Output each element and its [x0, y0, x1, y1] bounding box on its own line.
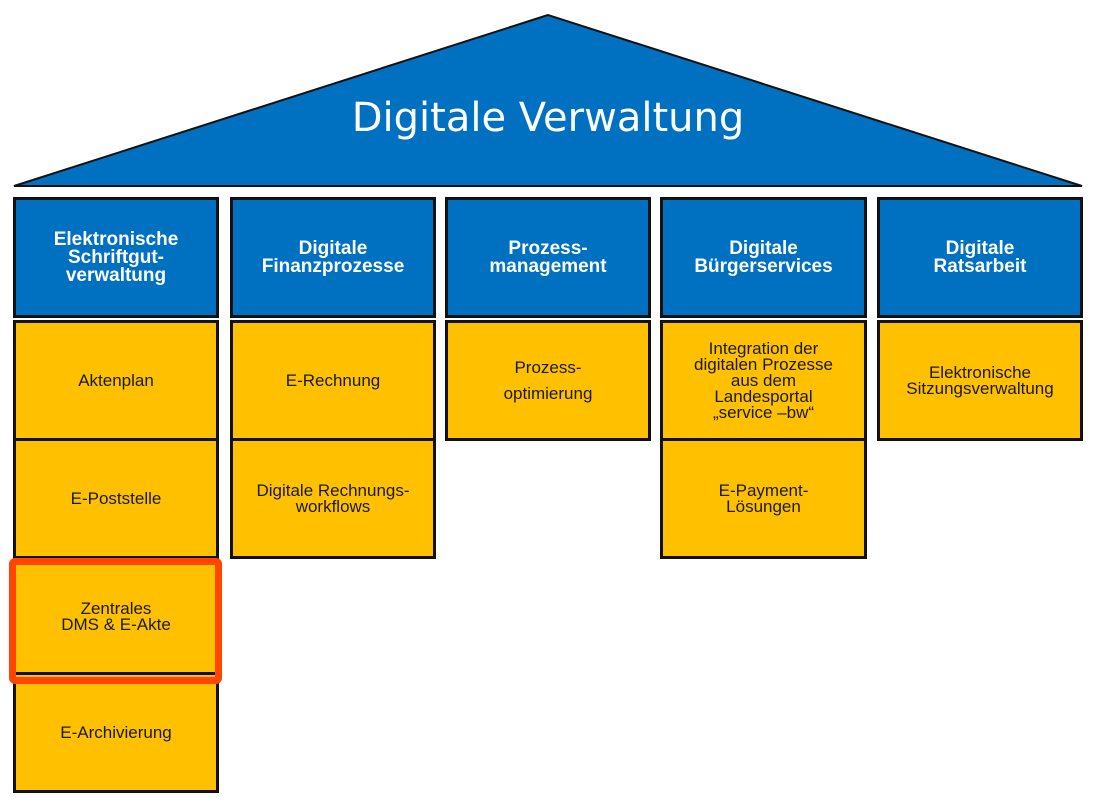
item-sitzungsverwaltung: Elektronische Sitzungsverwaltung: [877, 320, 1083, 441]
roof-shape: [13, 13, 1083, 187]
item-zentrales-dms: Zentrales DMS & E-Akte: [13, 556, 219, 677]
item-e-poststelle: E-Poststelle: [13, 438, 219, 559]
item-e-archivierung: E-Archivierung: [13, 672, 219, 793]
item-rechnungsworkflows: Digitale Rechnungs- workflows: [230, 438, 436, 559]
diagram-title: Digitale Verwaltung: [351, 95, 745, 141]
item-e-rechnung: E-Rechnung: [230, 320, 436, 441]
pillar-header-prozessmanagement: Prozess- management: [445, 197, 651, 318]
pillar-header-schriftgut: Elektronische Schriftgut- verwaltung: [13, 197, 219, 318]
item-prozessoptimierung: Prozess- optimierung: [445, 320, 651, 441]
pillar-header-ratsarbeit: Digitale Ratsarbeit: [877, 197, 1083, 318]
pillar-header-finanzprozesse: Digitale Finanzprozesse: [230, 197, 436, 318]
item-integration-landesportal: Integration der digitalen Prozesse aus d…: [660, 320, 867, 441]
item-e-payment: E-Payment- Lösungen: [660, 438, 867, 559]
item-aktenplan: Aktenplan: [13, 320, 219, 441]
pillar-header-buergerservices: Digitale Bürgerservices: [660, 197, 867, 318]
